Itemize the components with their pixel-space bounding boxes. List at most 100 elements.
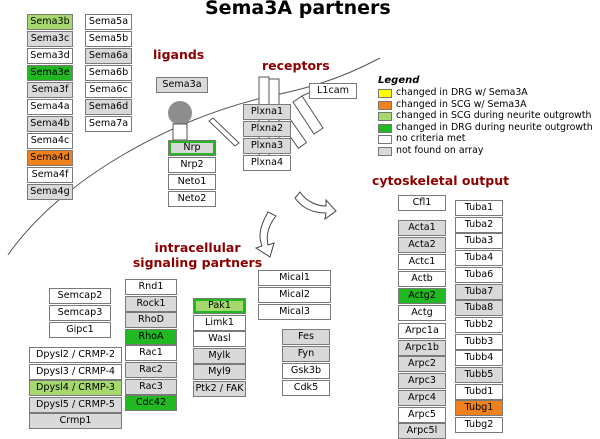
gene-box-mical2: Mical2 (258, 287, 331, 303)
figure-title: Sema3A partners (205, 0, 391, 19)
legend-swatch (378, 135, 392, 144)
gene-box-cdc42: Cdc42 (125, 395, 177, 411)
legend-label: not found on array (396, 144, 484, 156)
gene-box-sema4f: Sema4f (27, 167, 73, 183)
gene-box-tuba7: Tuba7 (455, 284, 503, 300)
gene-box-mical3: Mical3 (258, 304, 331, 320)
gene-box-rac1: Rac1 (125, 345, 177, 361)
gene-box-semcap3: Semcap3 (49, 305, 111, 321)
gene-box-limk1: Limk1 (193, 315, 246, 331)
gene-box-arpc2: Arpc2 (398, 356, 446, 372)
gene-box-sema6c: Sema6c (85, 82, 132, 98)
legend-swatch (378, 112, 392, 121)
gene-box-rock1: Rock1 (125, 296, 177, 312)
gene-box-sema5a: Sema5a (85, 14, 132, 30)
legend-label: changed in DRG w/ Sema3A (396, 87, 528, 98)
arrow-down-icon (254, 211, 277, 258)
gene-box-tubd1: Tubd1 (455, 384, 503, 400)
gene-box-actg2: Actg2 (398, 288, 446, 304)
gene-box-sema6d: Sema6d (85, 99, 132, 115)
gene-box-actc1: Actc1 (398, 254, 446, 270)
arrow-right-icon (294, 191, 337, 221)
gene-box-sema3c: Sema3c (27, 31, 73, 47)
gene-box-tuba3: Tuba3 (455, 233, 503, 249)
gene-box-acta2: Acta2 (398, 237, 446, 253)
gene-box-plxna1: Plxna1 (243, 104, 291, 120)
gene-box-sema3e: Sema3e (27, 65, 73, 81)
ligands-heading: ligands (153, 47, 205, 62)
gene-box-sema5b: Sema5b (85, 31, 132, 47)
gene-box-gsk3b: Gsk3b (282, 363, 330, 379)
gene-box-cdk5: Cdk5 (282, 380, 330, 396)
nrp-receptor-shape (168, 101, 192, 125)
gene-box-plxna2: Plxna2 (243, 121, 291, 137)
gene-box-tuba1: Tuba1 (455, 200, 503, 216)
gene-box-wasl: Wasl (193, 331, 246, 347)
gene-box-arpc1b: Arpc1b (398, 340, 446, 356)
gene-box-sema6b: Sema6b (85, 65, 132, 81)
gene-box-sema3a: Sema3a (156, 77, 208, 93)
gene-box-neto1: Neto1 (168, 174, 216, 190)
gene-box-tuba6: Tuba6 (455, 267, 503, 283)
gene-box-tubg1: Tubg1 (455, 400, 503, 416)
receptors-heading: receptors (262, 58, 330, 73)
gene-box-tuba2: Tuba2 (455, 217, 503, 233)
gene-box-myl9: Myl9 (193, 364, 246, 380)
gene-box-dpysl3-crmp-4: Dpysl3 / CRMP-4 (29, 364, 122, 380)
gene-box-tubg2: Tubg2 (455, 417, 503, 433)
legend-swatch (378, 123, 392, 133)
gene-box-dpysl2-crmp-2: Dpysl2 / CRMP-2 (29, 347, 122, 363)
cytoskeletal-heading: cytoskeletal output (372, 173, 510, 188)
gene-box-rac3: Rac3 (125, 379, 177, 395)
gene-box-neto2: Neto2 (168, 191, 216, 207)
nrp-receptor-stem (172, 123, 188, 141)
gene-box-rhoa: RhoA (125, 329, 177, 345)
gene-box-crmp1: Crmp1 (29, 413, 122, 429)
gene-box-nrp: Nrp (168, 140, 216, 156)
gene-box-sema4b: Sema4b (27, 116, 73, 132)
gene-box-l1cam: L1cam (309, 83, 357, 99)
gene-box-actb: Actb (398, 271, 446, 287)
gene-box-tuba8: Tuba8 (455, 300, 503, 316)
gene-box-sema3f: Sema3f (27, 82, 73, 98)
gene-box-rhod: RhoD (125, 312, 177, 328)
gene-box-semcap2: Semcap2 (49, 288, 111, 304)
legend-title: Legend (378, 75, 420, 86)
gene-box-sema6a: Sema6a (85, 48, 132, 64)
legend-swatch (378, 100, 392, 110)
intracellular-heading: intracellular signaling partners (115, 240, 280, 270)
gene-box-arpc3: Arpc3 (398, 373, 446, 389)
intracellular-line2: signaling partners (132, 255, 263, 270)
gene-box-arpc1a: Arpc1a (398, 323, 446, 339)
legend-swatch (378, 146, 392, 156)
gene-box-plxna4: Plxna4 (243, 155, 291, 171)
gene-box-sema7a: Sema7a (85, 116, 132, 132)
gene-box-sema4g: Sema4g (27, 184, 73, 200)
gene-box-sema4a: Sema4a (27, 99, 73, 115)
gene-box-mical1: Mical1 (258, 270, 331, 286)
gene-box-actg: Actg (398, 305, 446, 321)
gene-box-tubb4: Tubb4 (455, 350, 503, 366)
gene-box-fyn: Fyn (282, 346, 330, 362)
gene-box-sema3b: Sema3b (27, 14, 73, 30)
gene-box-arpc5: Arpc5 (398, 407, 446, 423)
gene-box-rac2: Rac2 (125, 362, 177, 378)
gene-box-tubb3: Tubb3 (455, 334, 503, 350)
gene-box-acta1: Acta1 (398, 220, 446, 236)
intracellular-line1: intracellular (154, 240, 241, 255)
gene-box-mylk: Mylk (193, 348, 246, 364)
gene-box-nrp2: Nrp2 (168, 157, 216, 173)
gene-box-tubb2: Tubb2 (455, 317, 503, 333)
gene-box-plxna3: Plxna3 (243, 138, 291, 154)
legend-label: changed in SCG w/ Sema3A (396, 98, 527, 110)
gene-box-sema4c: Sema4c (27, 133, 73, 149)
legend-label: no criteria met (396, 133, 466, 144)
gene-box-tuba4: Tuba4 (455, 250, 503, 266)
gene-box-arpc5l: Arpc5l (398, 423, 446, 439)
gene-box-sema4d: Sema4d (27, 150, 73, 166)
gene-box-dpysl4-crmp-3: Dpysl4 / CRMP-3 (29, 380, 122, 396)
legend-label: changed in SCG during neurite outgrowth (396, 110, 592, 121)
gene-box-dpysl5-crmp-5: Dpysl5 / CRMP-5 (29, 397, 122, 413)
